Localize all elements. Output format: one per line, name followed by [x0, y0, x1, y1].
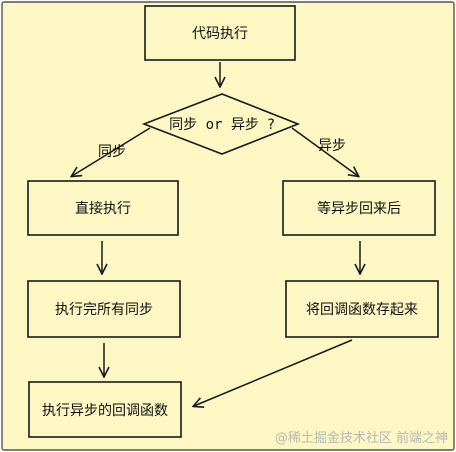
edge-async-label: 异步	[318, 138, 346, 154]
edge-decision-to-async	[291, 127, 358, 176]
run-callbacks-label: 执行异步的回调函数	[42, 403, 168, 419]
svg-text:同步 or 异步 ?: 同步 or 异步 ?	[169, 117, 275, 133]
watermark: @稀土掘金技术社区 前端之神	[275, 430, 448, 446]
decision-question-mark: ?	[267, 117, 274, 133]
sync-exec-node: 直接执行	[27, 180, 179, 236]
wait-async-node: 等异步回来后	[282, 180, 436, 236]
finish-sync-node: 执行完所有同步	[27, 280, 181, 338]
decision-or-label: or	[206, 117, 223, 133]
wait-async-label: 等异步回来后	[317, 200, 401, 217]
decision-sync-label: 同步	[169, 117, 197, 133]
enqueue-callbacks-label: 将回调函数存起来	[306, 302, 418, 318]
finish-sync-label: 执行完所有同步	[55, 302, 153, 318]
start-node: 代码执行	[144, 5, 296, 61]
decision-async-label: 异步	[231, 117, 259, 133]
enqueue-callbacks-node: 将回调函数存起来	[285, 280, 439, 338]
edge-sync-label: 同步	[98, 144, 126, 160]
edge-enqueue-to-run	[194, 339, 353, 406]
run-callbacks-node: 执行异步的回调函数	[28, 381, 182, 438]
edge-decision-to-sync	[72, 127, 151, 176]
decision-node: 同步 or 异步 ?	[141, 93, 301, 155]
start-node-label: 代码执行	[192, 26, 248, 42]
sync-exec-label: 直接执行	[75, 200, 131, 217]
